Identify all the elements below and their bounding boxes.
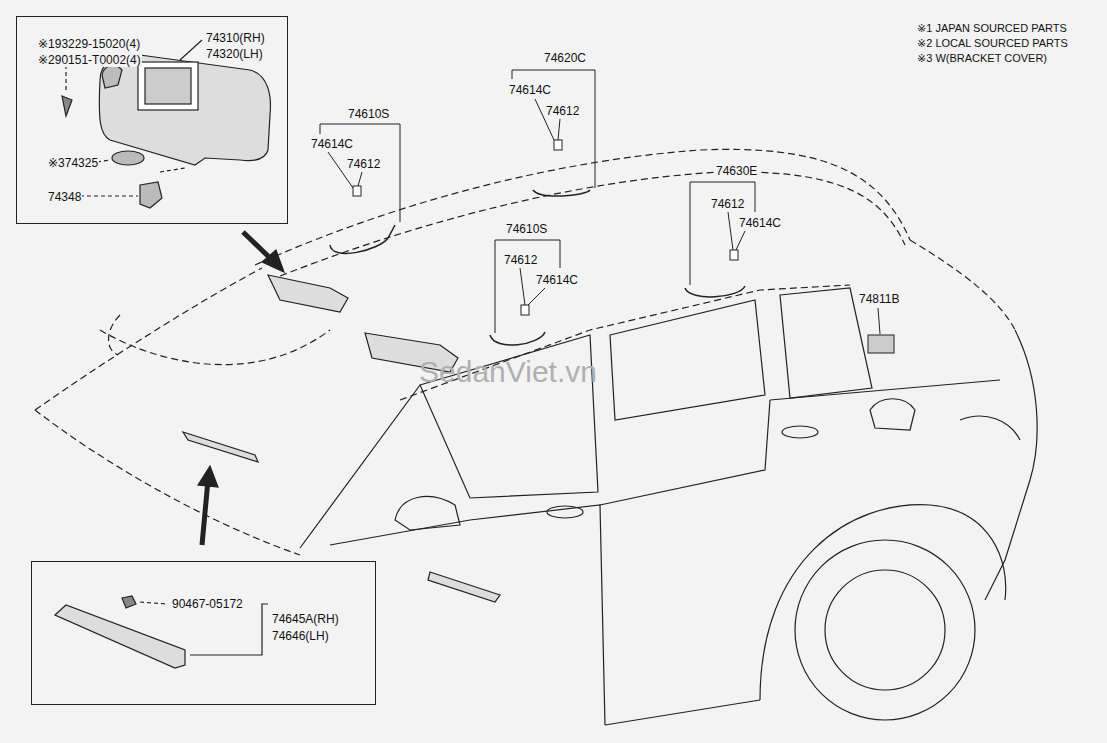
part-number: ※290151-T0002(4) xyxy=(37,53,142,67)
part-number: 74610S xyxy=(347,107,390,121)
inset-box: 90467-05172 74645A(RH) 74646(LH) xyxy=(31,561,376,705)
part-number: 74612 xyxy=(503,253,538,267)
part-number: 90467-05172 xyxy=(171,597,244,611)
part-number: 74811B xyxy=(858,292,900,306)
note-text: ※1 JAPAN SOURCED PARTS xyxy=(916,21,1068,35)
sun-visor xyxy=(183,275,500,602)
watermark: SedanViet.vn xyxy=(418,356,598,388)
view-arrow xyxy=(198,232,284,545)
inset-drawing xyxy=(55,40,270,668)
clip xyxy=(353,140,894,353)
part-number: 74614C xyxy=(508,83,552,97)
part-number: 74645A(RH) xyxy=(271,612,340,626)
part-number: ※193229-15020(4) xyxy=(37,37,141,51)
assist-grip xyxy=(330,190,745,345)
leader-lines xyxy=(320,70,880,334)
part-number: 74612 xyxy=(346,157,381,171)
part-number: 74614C xyxy=(738,216,782,230)
part-number: 74620C xyxy=(543,51,587,65)
part-number: 74348 xyxy=(47,190,82,204)
part-number: 74612 xyxy=(545,104,580,118)
part-number: 74320(LH) xyxy=(205,47,264,61)
part-number: ※374325 xyxy=(47,156,99,170)
part-number: 74614C xyxy=(310,137,354,151)
part-number: 74610S xyxy=(505,222,548,236)
part-number: 74310(RH) xyxy=(205,31,266,45)
car-outline xyxy=(35,149,1037,725)
note-text: ※2 LOCAL SOURCED PARTS xyxy=(916,36,1069,50)
part-number: 74612 xyxy=(710,197,745,211)
inset-box: ※193229-15020(4) ※290151-T0002(4) 74310(RH… xyxy=(16,16,288,224)
note-text: ※3 W(BRACKET COVER) xyxy=(916,51,1048,65)
part-number: 74630E xyxy=(715,164,758,178)
part-number: 74614C xyxy=(535,273,579,287)
part-number: 74646(LH) xyxy=(271,629,330,643)
